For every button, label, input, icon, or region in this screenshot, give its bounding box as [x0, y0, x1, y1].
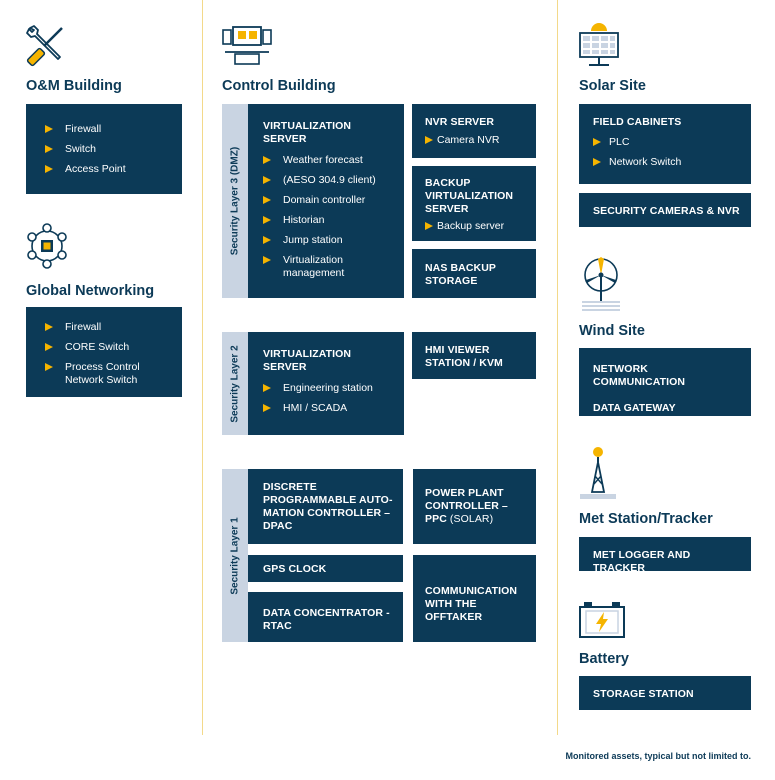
battery-title: Battery — [579, 651, 629, 667]
solar-site-title: Solar Site — [579, 78, 646, 94]
dpac-box: DISCRETE PROGRAMMABLE AUTO-MATION CONTRO… — [248, 469, 403, 544]
list-item: Switch — [45, 143, 182, 156]
list-item: PLC — [593, 136, 743, 149]
security-layer-2-band: Security Layer 2 — [222, 332, 248, 435]
box-title: NVR SERVER — [425, 116, 495, 128]
list-item: Historian — [263, 214, 396, 227]
list-item: Network Switch — [593, 156, 743, 169]
nas-backup-box: NAS BACKUP STORAGE — [412, 249, 536, 298]
box-title: DISCRETE PROGRAMMABLE AUTO-MATION CONTRO… — [263, 481, 393, 532]
control-room-icon — [221, 24, 273, 71]
control-building-title: Control Building — [222, 78, 336, 94]
list-item: Process Control Network Switch — [45, 361, 174, 387]
security-layer-2-label: Security Layer 2 — [229, 344, 241, 423]
box-title: BACKUP VIRTUALIZATION SERVER — [425, 177, 514, 215]
solar-panel-icon — [577, 22, 621, 73]
security-layer-3-label: Security Layer 3 (DMZ) — [229, 146, 241, 256]
box-title: SECURITY CAMERAS & NVR — [593, 205, 740, 217]
box-title: DATA CONCENTRATOR - RTAC — [263, 607, 390, 632]
list-item: Domain controller — [263, 194, 396, 207]
met-station-title: Met Station/Tracker — [579, 511, 713, 527]
wind-site-box: NETWORK COMMUNICATION DATA GATEWAY — [579, 348, 751, 416]
list-item: Firewall — [45, 321, 174, 334]
list-item: CORE Switch — [45, 341, 174, 354]
wind-site-title: Wind Site — [579, 323, 645, 339]
box-title: NETWORK COMMUNICATION — [593, 363, 686, 388]
field-cabinets-box: FIELD CABINETS PLC Network Switch — [579, 104, 751, 184]
rtac-box: DATA CONCENTRATOR - RTAC — [248, 592, 403, 642]
security-cameras-box: SECURITY CAMERAS & NVR — [579, 193, 751, 227]
om-building-box: Firewall Switch Access Point — [26, 104, 182, 194]
offtaker-box: COMMUNICATION WITH THE OFFTAKER — [413, 555, 536, 642]
wind-turbine-icon — [578, 255, 624, 318]
layer3-virtualization-server: VIRTUALIZATION SERVER Weather forecast (… — [248, 104, 404, 298]
box-title: COMMUNICATION WITH THE OFFTAKER — [425, 585, 518, 623]
layer2-virtualization-server: VIRTUALIZATION SERVER Engineering statio… — [248, 332, 404, 435]
list-item: Jump station — [263, 234, 396, 247]
box-title: VIRTUALIZATION SERVER — [263, 348, 352, 373]
box-title: NAS BACKUP STORAGE — [425, 262, 496, 287]
footnote: Monitored assets, typical but not limite… — [565, 751, 751, 761]
list-item: Weather forecast — [263, 154, 396, 167]
list-item: (AESO 304.9 client) — [263, 174, 396, 187]
ppc-title: POWER PLANT CONTROLLER – PPC — [425, 487, 508, 525]
box-title: DATA GATEWAY — [593, 402, 676, 414]
backup-virtualization-box: BACKUP VIRTUALIZATION SERVER Backup serv… — [412, 166, 536, 241]
list-item: Camera NVR — [425, 134, 528, 147]
met-logger-box: MET LOGGER AND TRACKER — [579, 537, 751, 574]
box-title: VIRTUALIZATION SERVER — [263, 120, 352, 145]
box-title: HMI VIEWER STATION / KVM — [425, 344, 503, 369]
gps-clock-box: GPS CLOCK — [248, 555, 403, 582]
network-hub-icon — [24, 223, 70, 274]
list-item: Access Point — [45, 163, 182, 176]
ppc-box: POWER PLANT CONTROLLER – PPC (SOLAR) — [413, 469, 536, 544]
divider-left — [202, 0, 203, 735]
ppc-suffix: (SOLAR) — [449, 513, 494, 525]
hmi-viewer-box: HMI VIEWER STATION / KVM — [412, 332, 536, 379]
box-title: FIELD CABINETS — [593, 116, 682, 128]
tools-icon — [24, 24, 68, 73]
om-building-title: O&M Building — [26, 78, 122, 94]
global-networking-box: Firewall CORE Switch Process Control Net… — [26, 307, 182, 397]
list-item: HMI / SCADA — [263, 402, 396, 415]
list-item: Backup server — [425, 220, 528, 233]
storage-station-box: STORAGE STATION — [579, 676, 751, 710]
battery-icon — [578, 600, 626, 647]
security-layer-1-band: Security Layer 1 — [222, 469, 248, 642]
box-title: GPS CLOCK — [263, 563, 327, 575]
list-item: Engineering station — [263, 382, 396, 395]
box-title: STORAGE STATION — [593, 688, 694, 700]
security-layer-1-label: Security Layer 1 — [229, 516, 241, 595]
box-title: POWER PLANT CONTROLLER – PPC (SOLAR) — [425, 487, 528, 526]
list-item: Firewall — [45, 123, 182, 136]
nvr-server-box: NVR SERVER Camera NVR — [412, 104, 536, 158]
met-tower-icon — [578, 446, 618, 507]
box-title: MET LOGGER AND TRACKER — [593, 549, 691, 574]
global-networking-title: Global Networking — [26, 283, 155, 299]
list-item: Virtualization management — [263, 254, 396, 280]
security-layer-3-band: Security Layer 3 (DMZ) — [222, 104, 248, 298]
divider-right — [557, 0, 558, 735]
